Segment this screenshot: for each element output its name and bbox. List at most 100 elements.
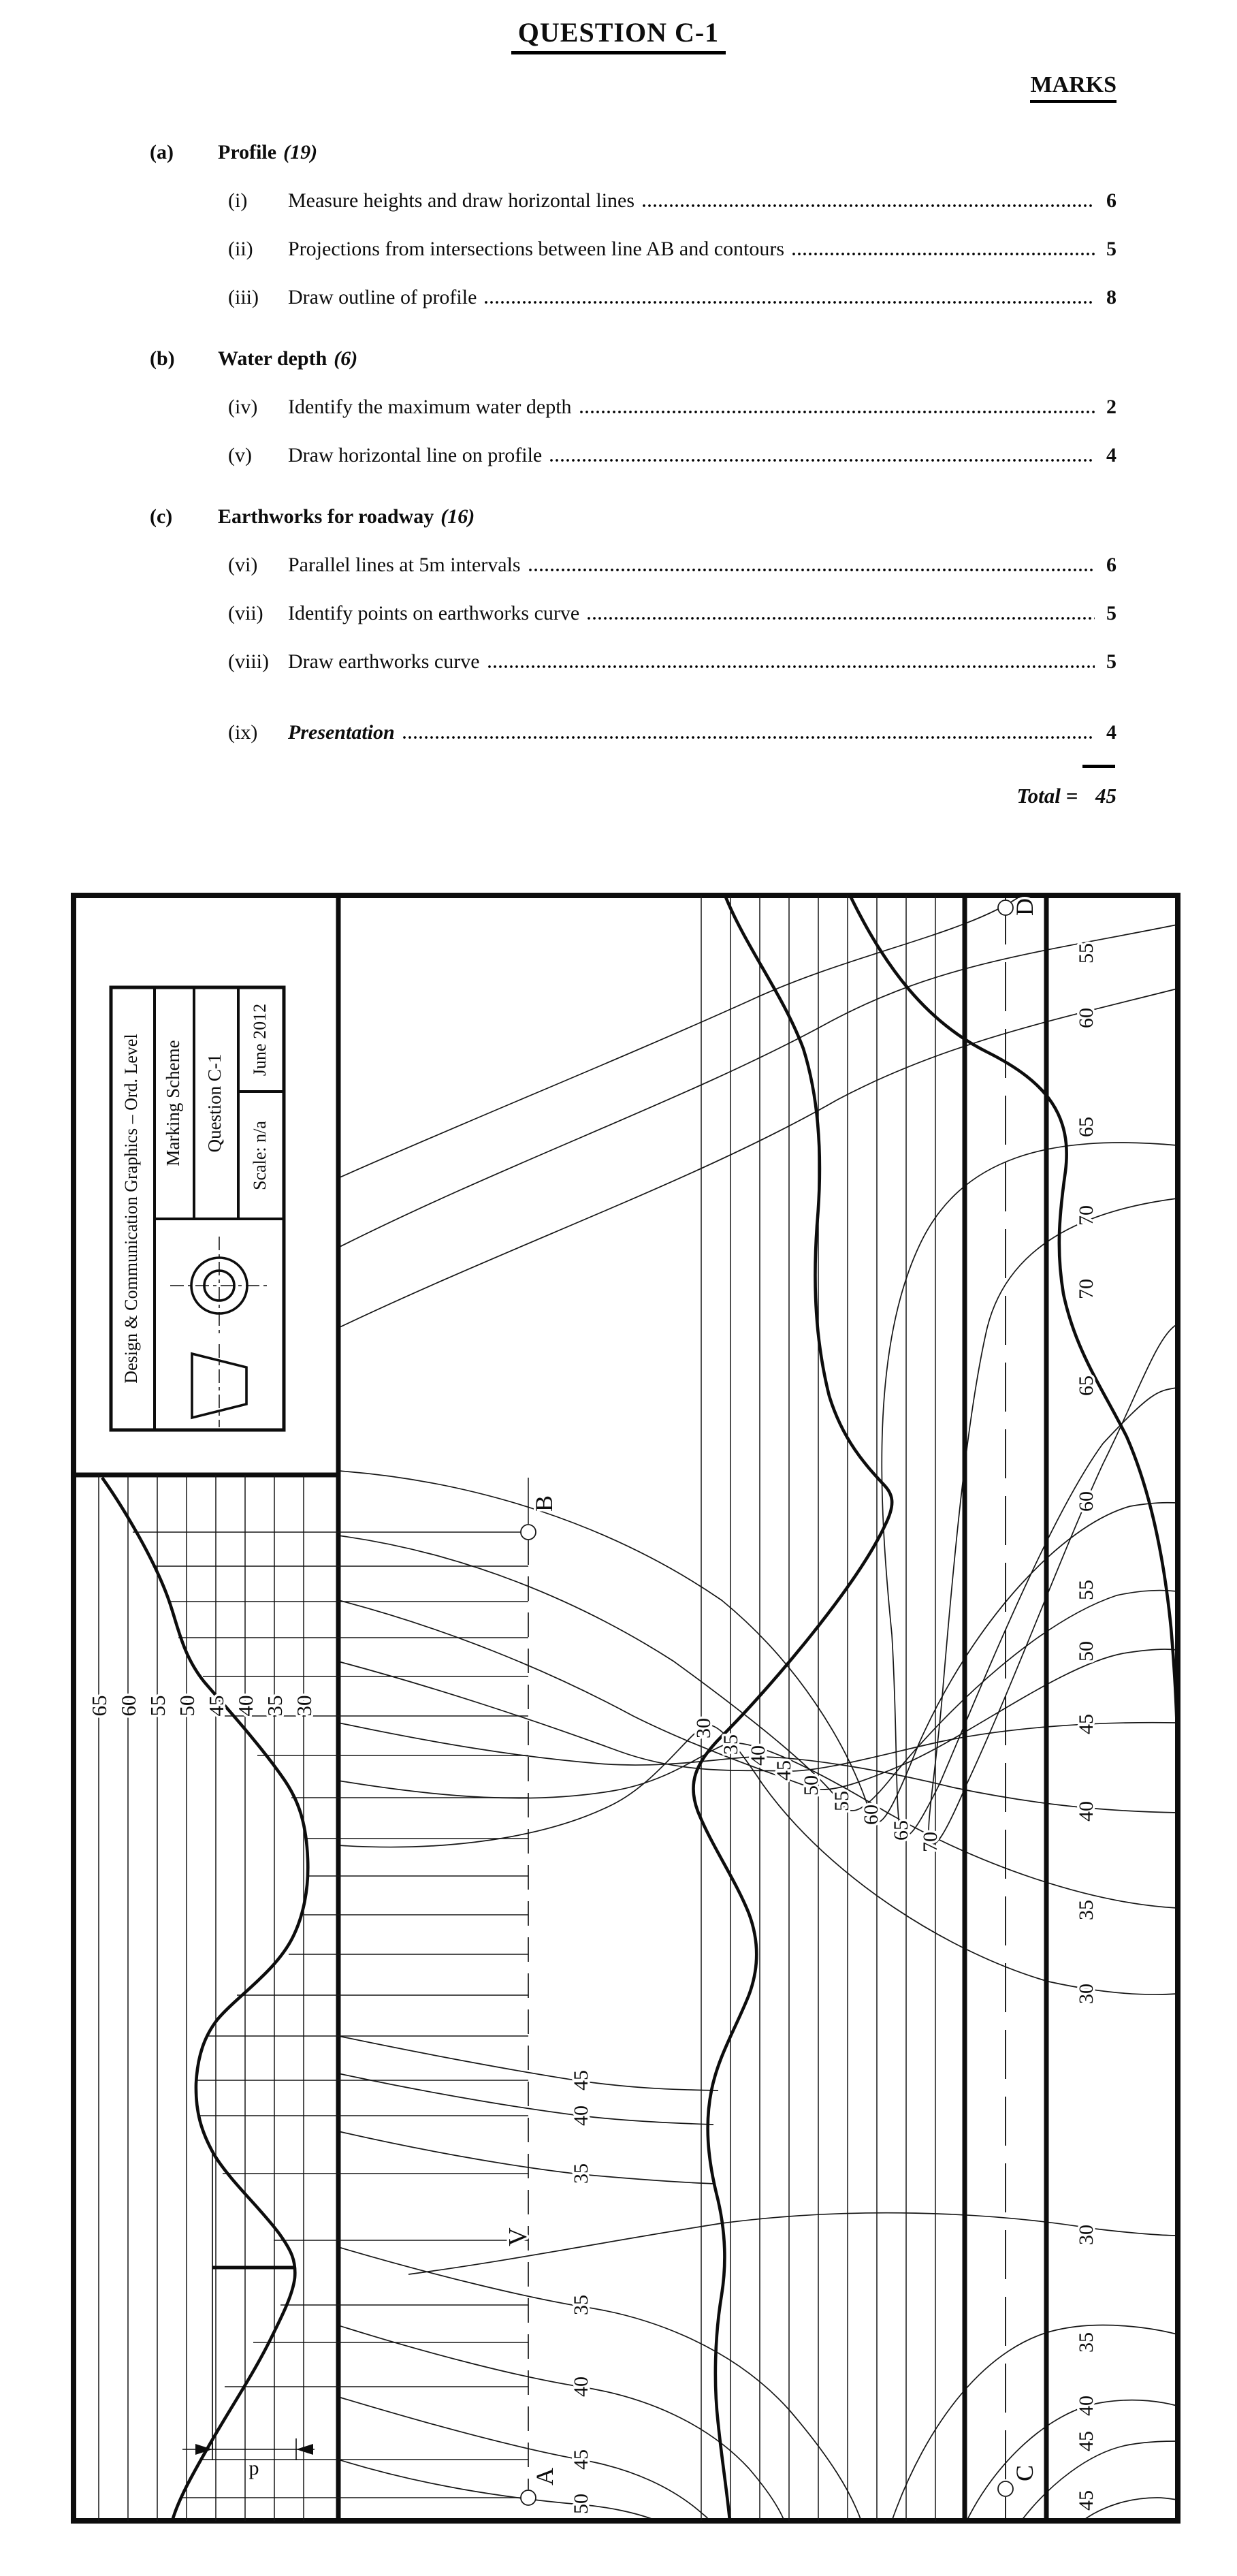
contour-label-roadside: 30 xyxy=(1075,2225,1097,2245)
section-weight: (19) xyxy=(283,141,318,163)
dot-leader xyxy=(527,568,1095,572)
dot-leader xyxy=(483,300,1095,304)
contour-label-slope: 50 xyxy=(800,1775,822,1796)
item-text: Draw horizontal line on profile xyxy=(288,444,543,466)
dot-leader xyxy=(791,252,1095,256)
contour-lines xyxy=(338,895,1178,2522)
contour-line xyxy=(1082,2497,1178,2522)
depth-dimension-label: p xyxy=(249,2457,259,2479)
item-ii: (ii) Projections from intersections betw… xyxy=(0,238,1237,261)
item-text: Projections from intersections between l… xyxy=(288,238,785,260)
contour-label-ab: 40 xyxy=(570,2105,592,2126)
item-num: (viii) xyxy=(228,650,269,673)
title-block: Design & Communication Graphics – Ord. L… xyxy=(109,985,286,1432)
contour-label-ab: 35 xyxy=(570,2295,592,2315)
profile-elevation-label: 45 xyxy=(204,1696,228,1717)
contour-label-slope: 35 xyxy=(720,1734,742,1755)
section-b: (b) Water depth (6) xyxy=(0,347,1237,370)
point-a-marker xyxy=(520,2490,536,2506)
grid-and-projection-lines xyxy=(98,895,936,2521)
item-mark: 8 xyxy=(1106,286,1116,308)
titleblock-date: June 2012 xyxy=(250,1004,270,1076)
contour-line xyxy=(966,2399,1178,2522)
contour-label-slope: 45 xyxy=(773,1760,795,1781)
item-num: (iv) xyxy=(228,396,258,418)
section-heading: Water depth xyxy=(218,347,327,370)
profile-elevation-label: 55 xyxy=(146,1696,170,1717)
marks-heading: MARKS xyxy=(1030,72,1116,103)
contour-label-roadside: 35 xyxy=(1075,2332,1097,2353)
total-row: Total = 45 xyxy=(0,784,1237,808)
contour-label-ab: 50 xyxy=(570,2494,592,2514)
contour-line xyxy=(338,2131,716,2184)
dot-leader xyxy=(401,735,1095,740)
contour-label-roadside: 70 xyxy=(1075,1205,1097,1226)
point-b-marker xyxy=(520,1524,536,1540)
contour-label-roadside: 60 xyxy=(1075,1008,1097,1028)
item-iv: (iv) Identify the maximum water depth 2 xyxy=(0,396,1237,419)
titleblock-question: Question C-1 xyxy=(204,1054,225,1153)
contour-line xyxy=(338,924,1178,1248)
contour-label-roadside: 45 xyxy=(1075,1714,1097,1734)
point-c-marker xyxy=(997,2481,1014,2497)
contour-label-roadside: 70 xyxy=(1075,1279,1097,1299)
profile-elevation-label: 35 xyxy=(263,1696,287,1717)
contour-line xyxy=(338,1535,1178,1811)
earthworks-curves xyxy=(692,895,1179,2522)
item-mark: 2 xyxy=(1106,396,1116,418)
item-num: (i) xyxy=(228,189,248,212)
titleblock-doc: Marking Scheme xyxy=(163,1040,183,1166)
technical-drawing: Design & Communication Graphics – Ord. L… xyxy=(71,893,1180,2524)
section-weight: (16) xyxy=(440,505,475,528)
contour-line xyxy=(338,988,1178,1329)
item-num: (vi) xyxy=(228,554,258,576)
item-iii: (iii) Draw outline of profile 8 xyxy=(0,286,1237,309)
contour-line xyxy=(881,1142,1178,1837)
contour-label-slope: 40 xyxy=(747,1745,769,1766)
point-a-label: A xyxy=(531,2468,558,2485)
subtotal-rule xyxy=(1082,762,1115,768)
item-mark: 4 xyxy=(1106,444,1116,466)
contour-label-roadside: 60 xyxy=(1075,1491,1097,1512)
item-i: (i) Measure heights and draw horizontal … xyxy=(0,189,1237,212)
item-mark: 4 xyxy=(1106,721,1116,744)
subtotal-rule-row xyxy=(0,759,1237,772)
dimension-arrow-icon xyxy=(296,2444,313,2455)
marks-section: QUESTION C-1 MARKS (a) Profile (19) (i) … xyxy=(0,0,1237,808)
contour-label-roadside: 65 xyxy=(1075,1376,1097,1396)
titleblock-scale: Scale: n/a xyxy=(250,1121,270,1190)
point-d-marker xyxy=(997,900,1014,916)
contour-label-slope: 30 xyxy=(692,1718,715,1738)
contour-line xyxy=(338,1661,1178,1772)
section-tag: (b) xyxy=(150,347,175,370)
point-c-label: C xyxy=(1011,2465,1038,2481)
point-d-label: D xyxy=(1011,898,1038,916)
contour-line xyxy=(338,1722,1178,1813)
contour-label-ab: 40 xyxy=(570,2376,592,2397)
earthworks-curve-left xyxy=(692,895,894,2522)
item-text: Identify points on earthworks curve xyxy=(288,602,580,624)
contour-line xyxy=(891,2324,1178,2522)
contour-label-roadside: 30 xyxy=(1075,1984,1097,2004)
section-a: (a) Profile (19) xyxy=(0,141,1237,164)
contour-label-roadside: 35 xyxy=(1075,1900,1097,1920)
profile-elevation-label: 40 xyxy=(234,1696,257,1717)
item-viii: (viii) Draw earthworks curve 5 xyxy=(0,650,1237,673)
contour-line xyxy=(338,2459,658,2522)
item-mark: 5 xyxy=(1106,602,1116,624)
item-text: Draw earthworks curve xyxy=(288,650,480,673)
contour-label-roadside: 50 xyxy=(1075,1641,1097,1661)
contour-label-slope: 70 xyxy=(919,1832,942,1852)
contour-line xyxy=(338,2325,785,2522)
item-text: Draw outline of profile xyxy=(288,286,477,308)
item-num: (iii) xyxy=(228,286,259,308)
item-mark: 6 xyxy=(1106,189,1116,212)
dimension-arrow-icon xyxy=(195,2444,212,2455)
contour-line xyxy=(1021,2440,1178,2522)
item-num: (vii) xyxy=(228,602,263,624)
total-value: 45 xyxy=(1095,784,1116,808)
contour-label-slope: 55 xyxy=(831,1791,853,1811)
item-num: (ii) xyxy=(228,238,253,260)
contour-line xyxy=(338,1470,1178,1823)
